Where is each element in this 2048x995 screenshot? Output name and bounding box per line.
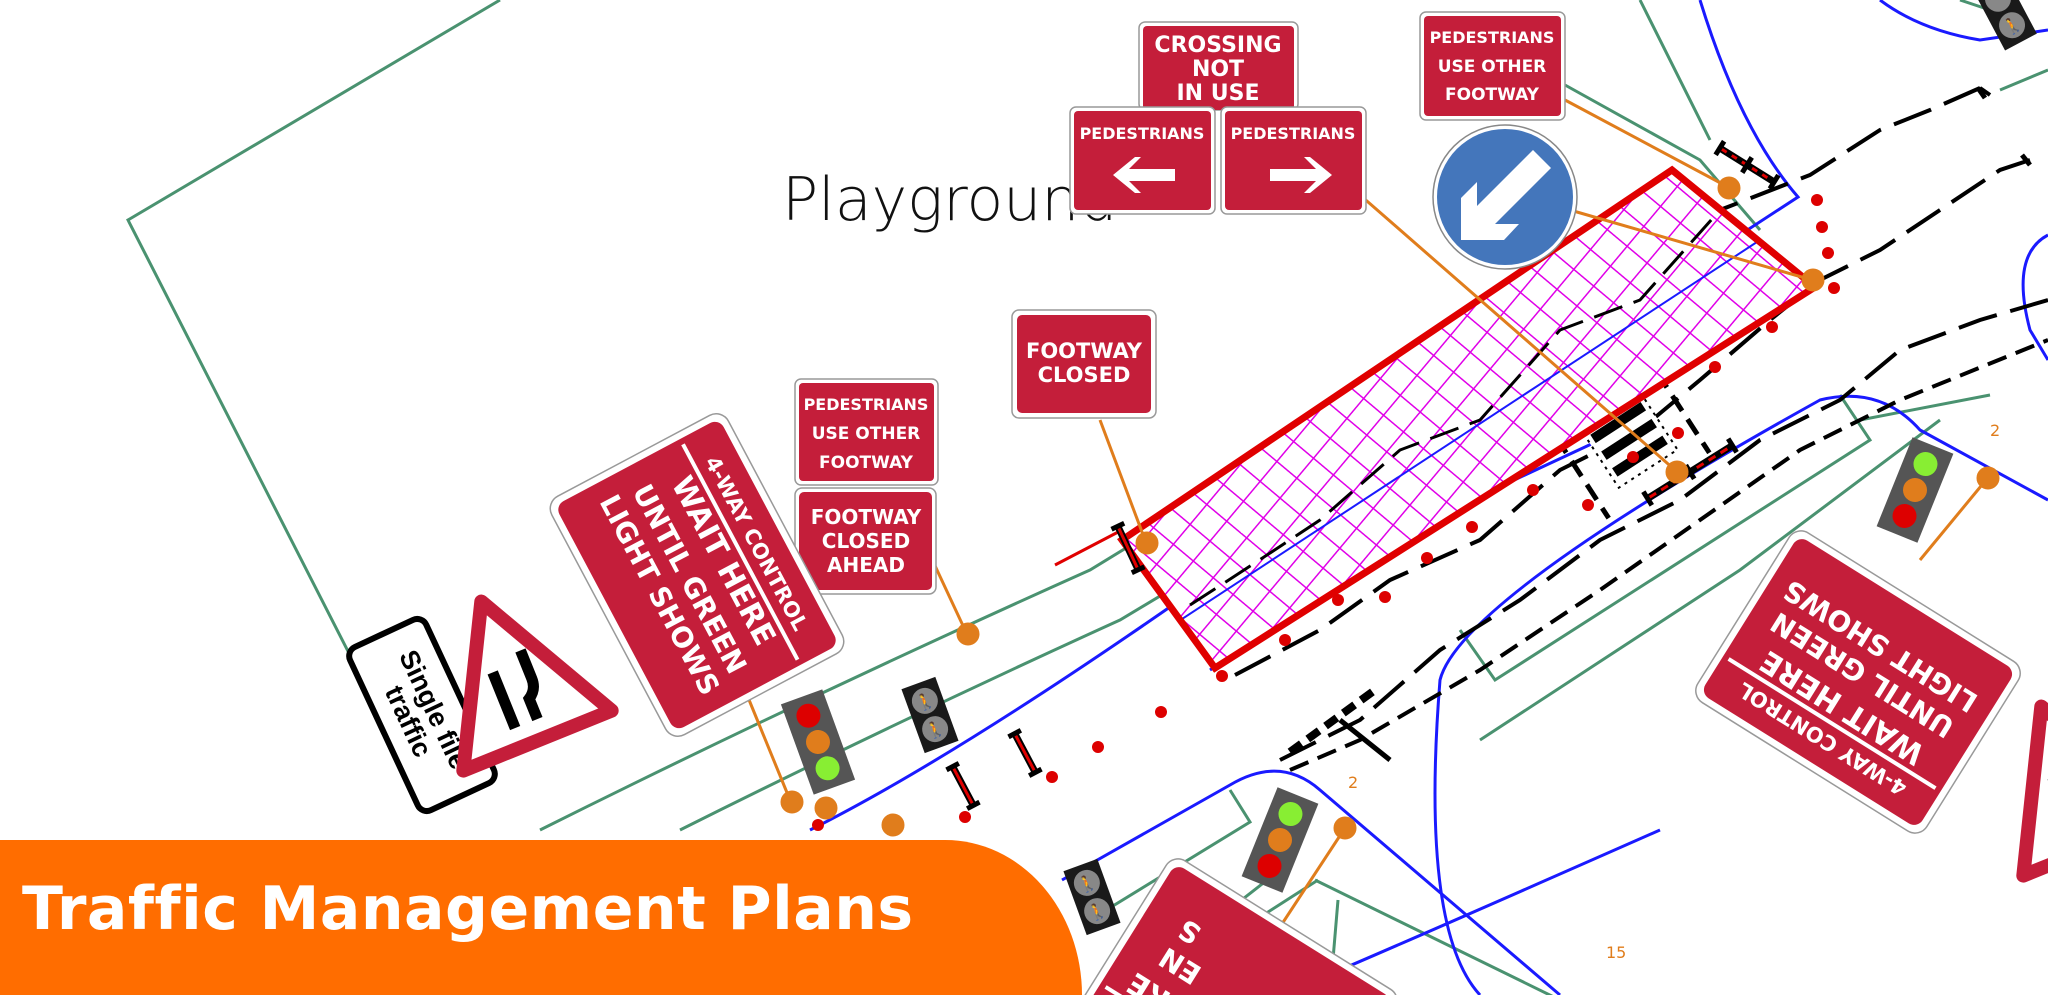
sign-crossing-not-in-use: CROSSING NOT IN USE — [1138, 21, 1299, 111]
chainage-mark: 15 — [1606, 943, 1626, 962]
traffic-cones — [812, 194, 1840, 831]
pedestrian-signal: 🚶 🚶 — [1063, 858, 1121, 936]
road-narrows-icon — [487, 648, 543, 731]
keep-left-arrow-icon — [1461, 150, 1551, 240]
svg-text:PEDESTRIANS: PEDESTRIANS — [804, 395, 929, 414]
playground-label: Playground — [782, 165, 1117, 235]
sign-four-way-control-left: 4-WAY CONTROL WAIT HERE UNTIL GREEN LIGH… — [549, 413, 845, 737]
chainage-mark: 2 — [1348, 773, 1358, 792]
sign-pedestrians-use-other-footway-top: PEDESTRIANS USE OTHER FOOTWAY — [1419, 11, 1566, 121]
sign-road-narrows — [456, 594, 619, 778]
svg-text:AHEAD: AHEAD — [827, 553, 905, 577]
svg-text:CLOSED: CLOSED — [1038, 363, 1131, 387]
sign-footway-closed-ahead: FOOTWAY CLOSED AHEAD — [794, 487, 937, 595]
pedestrian-signal: 🚶 — [1973, 0, 2037, 51]
sign-pedestrians-right: PEDESTRIANS — [1220, 106, 1367, 215]
svg-text:FOOTWAY: FOOTWAY — [819, 453, 914, 473]
sign-pedestrians-use-other-footway-mid: PEDESTRIANS USE OTHER FOOTWAY — [794, 378, 939, 486]
svg-text:USE OTHER: USE OTHER — [812, 424, 921, 444]
sign-keep-left — [1432, 124, 1578, 270]
vehicle-signal — [1876, 437, 1954, 543]
svg-text:PEDESTRIANS: PEDESTRIANS — [1430, 28, 1555, 47]
stop-lines — [1287, 86, 2032, 762]
svg-text:USE OTHER: USE OTHER — [1438, 57, 1547, 77]
pedestrian-barriers — [945, 139, 1781, 811]
svg-text:CROSSING: CROSSING — [1154, 33, 1281, 58]
chainage-marks: 2 2 15 — [1348, 421, 2000, 962]
sign-footway-closed: FOOTWAY CLOSED — [1011, 309, 1157, 419]
svg-text:NOT: NOT — [1192, 57, 1244, 82]
svg-text:FOOTWAY: FOOTWAY — [1026, 339, 1143, 363]
chainage-mark: 2 — [1990, 421, 2000, 440]
sign-four-way-control-bottom: CONTROL HERE EN S — [1072, 858, 1398, 995]
sign-road-narrows-right — [2016, 699, 2048, 883]
svg-text:PEDESTRIANS: PEDESTRIANS — [1231, 124, 1356, 143]
svg-text:PEDESTRIANS: PEDESTRIANS — [1080, 124, 1205, 143]
banner-title: Traffic Management Plans — [22, 874, 914, 944]
works-area — [1054, 165, 1821, 673]
vehicle-signal — [1241, 787, 1319, 893]
arrow-right-icon — [1270, 157, 1332, 193]
title-banner — [0, 840, 1082, 995]
svg-text:CLOSED: CLOSED — [822, 529, 910, 553]
pedestrian-signal: 🚶 🚶 — [901, 676, 959, 754]
svg-text:FOOTWAY: FOOTWAY — [811, 505, 922, 529]
svg-text:FOOTWAY: FOOTWAY — [1445, 85, 1540, 105]
sign-four-way-control-right: 4-WAY CONTROL WAIT HERE UNTIL GREEN LIGH… — [1695, 530, 2021, 834]
svg-text:IN USE: IN USE — [1177, 81, 1260, 106]
sign-posts — [743, 98, 2000, 931]
vehicle-signal — [780, 689, 856, 795]
arrow-left-icon — [1113, 157, 1175, 193]
sign-pedestrians-left: PEDESTRIANS — [1069, 106, 1216, 215]
